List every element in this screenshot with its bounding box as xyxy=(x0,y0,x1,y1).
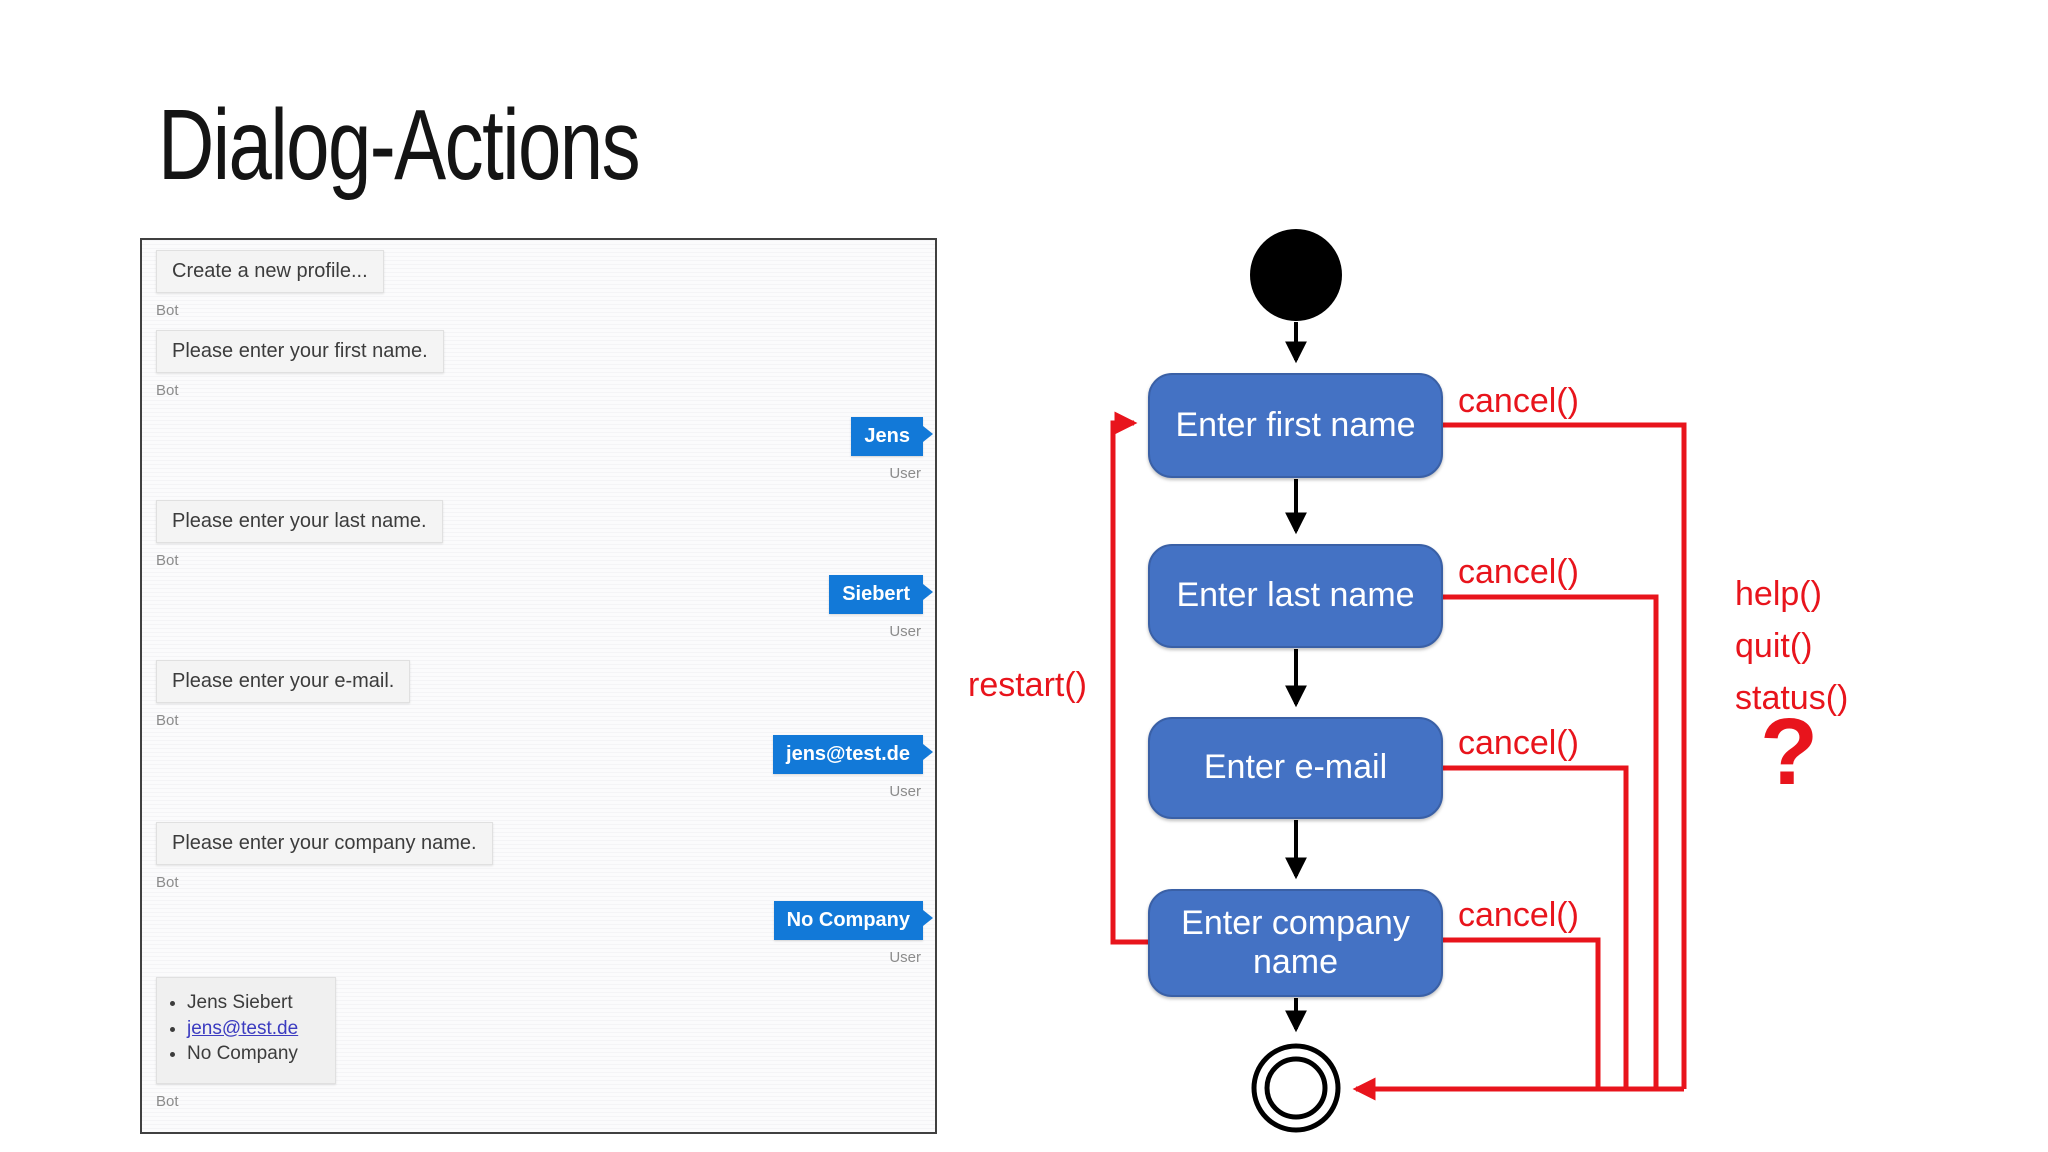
state-enter-email: Enter e-mail xyxy=(1148,717,1443,819)
status-label: status() xyxy=(1735,679,1849,717)
end-node xyxy=(1251,1043,1341,1133)
sender-label: Bot xyxy=(156,302,179,319)
user-bubble: Jens xyxy=(851,417,933,456)
user-bubble: jens@test.de xyxy=(773,735,933,774)
chat-message: jens@test.de User xyxy=(773,735,933,800)
profile-summary-bubble: Jens Siebert jens@test.de No Company xyxy=(156,977,336,1084)
sender-label: Bot xyxy=(156,712,179,729)
chat-message: Please enter your last name. Bot xyxy=(156,500,443,569)
cancel-label-email: cancel() xyxy=(1458,724,1579,762)
chat-message: No Company User xyxy=(773,901,934,966)
page-title: Dialog-Actions xyxy=(158,89,641,201)
summary-item-name: Jens Siebert xyxy=(187,990,329,1016)
state-enter-company-name: Enter company name xyxy=(1148,889,1443,997)
sender-label: Bot xyxy=(156,382,179,399)
sender-label: Bot xyxy=(156,1092,179,1110)
bot-bubble: Please enter your last name. xyxy=(156,500,443,543)
sender-label: Bot xyxy=(156,552,179,569)
sender-label: Bot xyxy=(156,874,179,891)
cancel-label-last-name: cancel() xyxy=(1458,553,1579,591)
restart-line xyxy=(1110,411,1148,945)
chat-panel: Create a new profile... Bot Please enter… xyxy=(140,238,937,1134)
chat-message: Siebert User xyxy=(829,575,933,640)
action-lines xyxy=(1110,411,1687,1101)
summary-list: Jens Siebert jens@test.de No Company xyxy=(187,990,329,1067)
cancel-line-last-name xyxy=(1443,594,1659,1089)
summary-item-company: No Company xyxy=(187,1041,329,1067)
chat-message: Please enter your company name. Bot xyxy=(156,822,493,891)
end-node-inner-ring xyxy=(1264,1056,1328,1120)
chat-message: Jens User xyxy=(851,417,933,482)
sender-label: User xyxy=(889,623,921,640)
email-link[interactable]: jens@test.de xyxy=(187,1017,299,1039)
state-enter-last-name: Enter last name xyxy=(1148,544,1443,648)
sender-label: User xyxy=(889,949,921,966)
user-bubble: Siebert xyxy=(829,575,933,614)
help-label: help() xyxy=(1735,575,1822,613)
sender-label: User xyxy=(889,783,921,800)
chat-message: Please enter your first name. Bot xyxy=(156,330,444,399)
summary-item-email: jens@test.de xyxy=(187,1016,329,1042)
chat-message: Create a new profile... Bot xyxy=(156,250,384,319)
bot-bubble: Please enter your first name. xyxy=(156,330,444,373)
cancel-line-email xyxy=(1443,765,1629,1089)
bot-bubble: Please enter your company name. xyxy=(156,822,493,865)
cancel-line-company xyxy=(1443,937,1601,1089)
bot-bubble: Please enter your e-mail. xyxy=(156,660,411,703)
cancel-line-first-name xyxy=(1443,422,1687,1089)
quit-label: quit() xyxy=(1735,627,1813,665)
restart-label: restart() xyxy=(968,666,1087,704)
question-mark: ? xyxy=(1760,699,1819,805)
chat-message: Jens Siebert jens@test.de No Company Bot xyxy=(156,977,336,1110)
user-bubble: No Company xyxy=(773,901,934,940)
start-node xyxy=(1250,229,1342,321)
sender-label: User xyxy=(889,465,921,482)
chat-message: Please enter your e-mail. Bot xyxy=(156,660,411,729)
state-enter-first-name: Enter first name xyxy=(1148,373,1443,478)
global-actions-list: help() quit() status() xyxy=(1735,575,1848,718)
cancel-label-company: cancel() xyxy=(1458,896,1579,934)
cancel-label-first-name: cancel() xyxy=(1458,382,1579,420)
bot-bubble: Create a new profile... xyxy=(156,250,384,293)
